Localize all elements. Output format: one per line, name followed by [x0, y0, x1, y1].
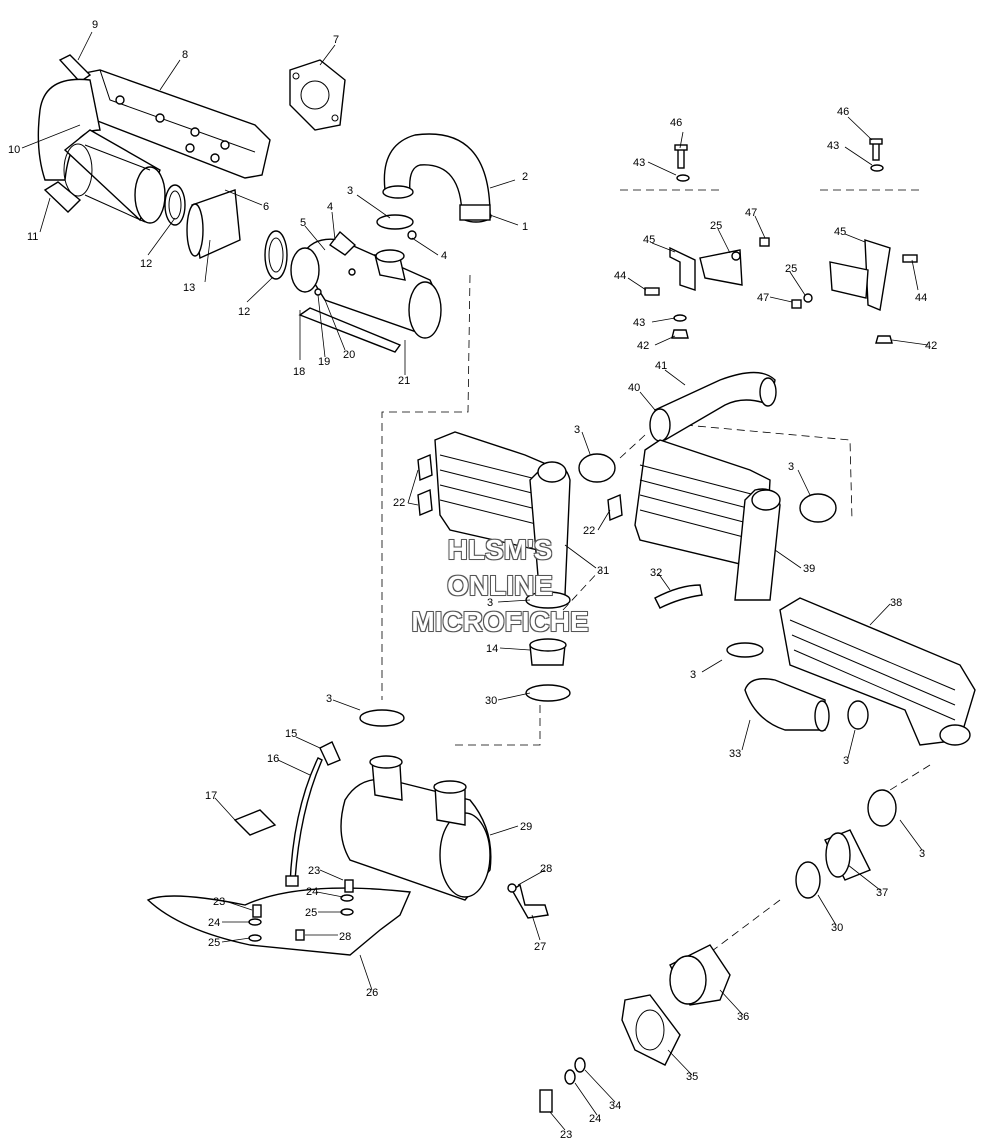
couplers-12-13 — [164, 184, 288, 280]
callout-label: 8 — [182, 49, 188, 61]
callout-label: 42 — [925, 340, 937, 352]
callout-label: 10 — [8, 144, 20, 156]
callout-label: 41 — [655, 360, 667, 372]
callout-label: 40 — [628, 382, 640, 394]
callout-label: 45 — [834, 226, 846, 238]
callout-label: 3 — [788, 461, 794, 473]
callout-label: 31 — [597, 565, 609, 577]
callout-label: 7 — [333, 34, 339, 46]
callout-label: 17 — [205, 790, 217, 802]
callout-label: 25 — [208, 937, 220, 949]
elbow-pipe-2-1 — [382, 133, 492, 223]
callout-label: 30 — [831, 922, 843, 934]
couplers-right — [795, 829, 871, 899]
callout-label: 20 — [343, 349, 355, 361]
callout-label: 22 — [583, 525, 595, 537]
muffler-29 — [340, 755, 492, 901]
callout-label: 32 — [650, 567, 662, 579]
assembly-lines — [381, 189, 931, 961]
callout-label: 1 — [522, 221, 528, 233]
callout-label: 47 — [745, 207, 757, 219]
callout-label: 26 — [366, 987, 378, 999]
heat-shield-26 — [146, 879, 412, 956]
callout-label: 46 — [837, 106, 849, 118]
callout-label: 2 — [522, 171, 528, 183]
mounting-brackets — [644, 138, 918, 344]
callout-label: 25 — [710, 220, 722, 232]
callout-label: 30 — [485, 695, 497, 707]
callout-labels: 9 8 7 10 6 11 12 13 12 3 2 1 4 4 5 18 19… — [8, 19, 937, 1141]
callout-label: 3 — [574, 424, 580, 436]
callout-label: 23 — [560, 1129, 572, 1141]
hose-15-16-17 — [233, 741, 341, 887]
callout-label: 3 — [843, 755, 849, 767]
callout-label: 14 — [486, 643, 498, 655]
outlet-36-35 — [621, 944, 731, 1066]
callout-label: 3 — [919, 848, 925, 860]
callout-label: 22 — [393, 497, 405, 509]
couplers-center — [359, 591, 571, 727]
callout-label: 39 — [803, 563, 815, 575]
callout-label: 16 — [267, 753, 279, 765]
callout-label: 3 — [690, 669, 696, 681]
callout-label: 44 — [614, 270, 626, 282]
callout-label: 4 — [327, 201, 333, 213]
callout-label: 44 — [915, 292, 927, 304]
callout-label: 24 — [208, 917, 220, 929]
clamps-and-pads — [417, 453, 837, 609]
callout-label: 43 — [633, 157, 645, 169]
callout-label: 13 — [183, 282, 195, 294]
callout-label: 29 — [520, 821, 532, 833]
callout-label: 36 — [737, 1011, 749, 1023]
tuned-pipe-31 — [434, 431, 571, 601]
callout-label: 24 — [589, 1113, 601, 1125]
callout-label: 21 — [398, 375, 410, 387]
callout-label: 45 — [643, 234, 655, 246]
callout-label: 18 — [293, 366, 305, 378]
callout-label: 28 — [339, 931, 351, 943]
callout-label: 27 — [534, 941, 546, 953]
callout-label: 47 — [757, 292, 769, 304]
callout-label: 4 — [441, 250, 447, 262]
hose-41-40 — [649, 371, 777, 442]
callout-label: 3 — [326, 693, 332, 705]
callout-label: 11 — [27, 231, 38, 243]
callout-label: 6 — [263, 201, 269, 213]
callout-label: 28 — [540, 863, 552, 875]
callout-label: 33 — [729, 748, 741, 760]
callout-label: 5 — [300, 217, 306, 229]
callout-label: 25 — [785, 263, 797, 275]
tuned-pipe-39 — [634, 439, 781, 601]
callout-label: 42 — [637, 340, 649, 352]
callout-label: 24 — [306, 886, 318, 898]
callout-label: 25 — [305, 907, 317, 919]
muffler-5 — [290, 230, 442, 353]
clamp-3-top — [376, 214, 417, 240]
callout-label: 37 — [876, 887, 888, 899]
callout-label: 23 — [213, 896, 225, 908]
callout-label: 15 — [285, 728, 297, 740]
callout-label: 19 — [318, 356, 330, 368]
elbow-33 — [744, 678, 897, 827]
callout-label: 23 — [308, 865, 320, 877]
gasket-7 — [289, 59, 346, 131]
callout-label: 9 — [92, 19, 98, 31]
callout-label: 35 — [686, 1071, 698, 1083]
callout-label: 3 — [487, 597, 493, 609]
bottom-fasteners — [539, 1057, 586, 1113]
callout-label: 43 — [633, 317, 645, 329]
bracket-27-28 — [507, 883, 549, 919]
callout-label: 38 — [890, 597, 902, 609]
callout-label: 46 — [670, 117, 682, 129]
expansion-chamber-38 — [726, 597, 976, 746]
callout-label: 12 — [140, 258, 152, 270]
callout-label: 34 — [609, 1100, 621, 1112]
callout-label: 43 — [827, 140, 839, 152]
leader-lines — [21, 31, 929, 1131]
callout-label: 3 — [347, 185, 353, 197]
callout-label: 12 — [238, 306, 250, 318]
